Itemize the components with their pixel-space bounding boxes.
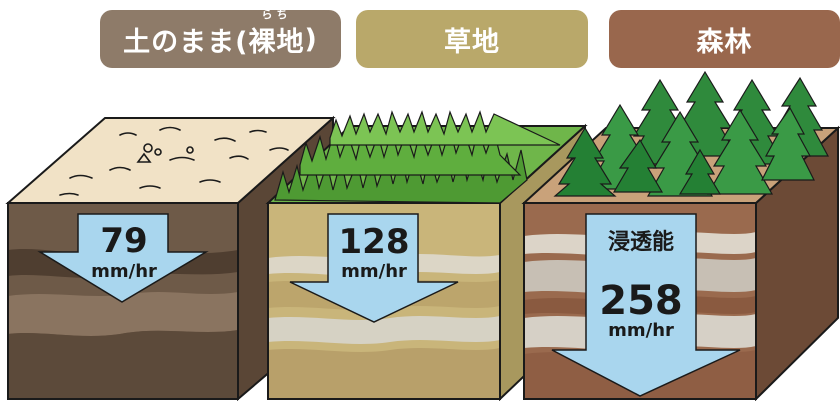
grassland-rate-unit: mm/hr <box>341 261 407 282</box>
forest-infiltration-arrow <box>551 213 741 397</box>
forest-caption: 浸透能 <box>608 229 674 255</box>
bare-soil-ruby-reading: らち <box>261 7 292 21</box>
forest-label: 森林 <box>609 10 840 68</box>
grassland-label: 草地 <box>356 10 588 68</box>
forest-block: 浸透能 258 mm/hr <box>521 70 840 401</box>
bare-soil-ruby: らち 裸地 <box>248 8 305 59</box>
bare-soil-infiltration-arrow <box>37 213 209 303</box>
bare-soil-label-suffix: ) <box>304 23 318 55</box>
bare-soil-ruby-base: 裸地 <box>248 26 305 58</box>
forest-layers <box>524 203 756 399</box>
bare-soil-texture <box>59 126 289 196</box>
grassland-rate-value: 128 <box>339 222 410 262</box>
grass-tufts <box>274 110 561 204</box>
bare-soil-label: 土のまま( らち 裸地 ) <box>100 8 341 68</box>
bare-soil-rate-unit: mm/hr <box>91 261 157 282</box>
forest-rate-value: 258 <box>599 278 683 324</box>
bare-soil-label-prefix: 土のまま( <box>123 26 249 58</box>
grassland-infiltration-arrow <box>289 213 459 323</box>
bare-soil-rate-value: 79 <box>100 221 147 261</box>
forest-trees <box>553 70 830 197</box>
forest-rate-unit: mm/hr <box>608 320 674 341</box>
